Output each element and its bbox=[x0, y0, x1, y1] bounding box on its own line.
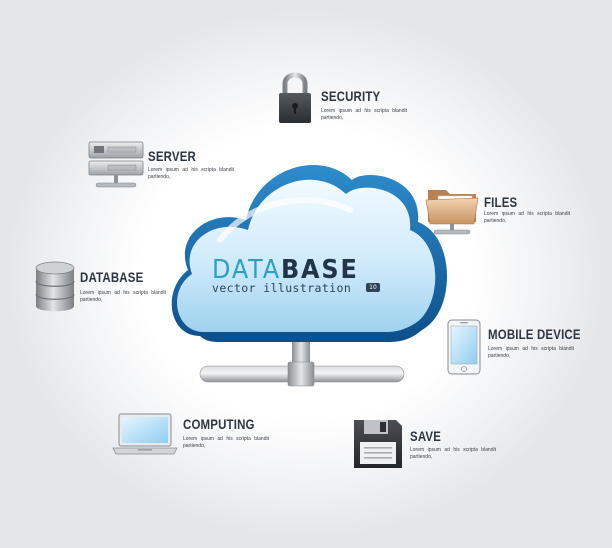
feature-security: SECURITY Lorem ipsum ad his scripta blan… bbox=[276, 68, 407, 128]
security-desc: Lorem ipsum ad his scripta blandit parti… bbox=[321, 108, 407, 121]
padlock-icon bbox=[279, 72, 311, 123]
files-desc: Lorem ipsum ad his scripta blandit parti… bbox=[484, 211, 570, 224]
logo-subtitle: vector illustration bbox=[212, 281, 352, 295]
mobile-device-title: MOBILE DEVICE bbox=[488, 326, 581, 342]
logo-badge: 10 bbox=[366, 283, 380, 292]
feature-files: FILES Lorem ipsum ad his scripta blandit… bbox=[424, 184, 584, 240]
feature-computing: COMPUTING Lorem ipsum ad his scripta bla… bbox=[112, 412, 272, 462]
server-desc: Lorem ipsum ad his scripta blandit parti… bbox=[148, 167, 234, 180]
pipe-joint bbox=[287, 361, 315, 387]
feature-database: DATABASE Lorem ipsum ad his scripta blan… bbox=[34, 260, 194, 316]
logo-wordmark: DATABASE bbox=[212, 256, 359, 284]
feature-mobile-device: MOBILE DEVICE Lorem ipsum ad his scripta… bbox=[446, 318, 596, 378]
logo-word-part1: DATA bbox=[212, 255, 281, 285]
cloud-icon bbox=[171, 165, 448, 387]
security-title: SECURITY bbox=[321, 88, 381, 104]
database-desc: Lorem ipsum ad his scripta blandit parti… bbox=[80, 290, 166, 303]
server-title: SERVER bbox=[148, 148, 196, 164]
laptop-icon bbox=[112, 413, 178, 455]
folder-icon bbox=[425, 190, 479, 235]
smartphone-icon bbox=[447, 319, 481, 375]
database-title: DATABASE bbox=[80, 269, 144, 285]
cloud-body bbox=[177, 179, 436, 332]
feature-server: SERVER Lorem ipsum ad his scripta blandi… bbox=[88, 140, 238, 194]
computing-desc: Lorem ipsum ad his scripta blandit parti… bbox=[183, 436, 269, 449]
database-icon bbox=[35, 261, 75, 312]
computing-title: COMPUTING bbox=[183, 416, 255, 432]
cloud-network bbox=[160, 140, 450, 395]
server-icon bbox=[88, 141, 144, 188]
save-title: SAVE bbox=[410, 428, 442, 444]
logo-word-part2: BASE bbox=[280, 255, 359, 285]
feature-save: SAVE Lorem ipsum ad his scripta blandit … bbox=[352, 416, 502, 472]
floppy-disk-icon bbox=[354, 420, 402, 468]
save-desc: Lorem ipsum ad his scripta blandit parti… bbox=[410, 447, 496, 460]
files-title: FILES bbox=[484, 194, 518, 210]
mobile-device-desc: Lorem ipsum ad his scripta blandit parti… bbox=[488, 346, 574, 359]
